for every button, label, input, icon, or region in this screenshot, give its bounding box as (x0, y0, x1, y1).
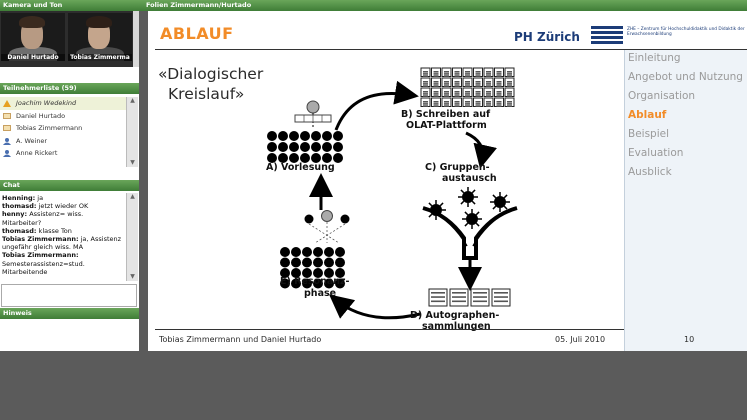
label-c-line2: austausch (442, 173, 497, 184)
label-a: A) Vorlesung (266, 162, 335, 173)
slide-heading-line-2: Kreislauf» (168, 85, 245, 103)
slide-nav: Einleitung Angebot und Nutzung Organisat… (628, 52, 746, 185)
notes-area (0, 319, 139, 351)
autograph-collection-icon (428, 288, 511, 307)
list-item[interactable]: Daniel Hurtado (0, 110, 126, 123)
nav-item-ablauf: Ablauf (628, 109, 667, 121)
chat-message: Tobias Zimmermann: ja, Assistenz ungefäh… (2, 235, 122, 252)
page-number: 10 (684, 335, 695, 344)
label-d-line2: sammlungen (422, 321, 491, 332)
scroll-up-icon[interactable]: ▲ (130, 97, 135, 104)
nav-item-beispiel: Beispiel (628, 128, 670, 140)
camera-scrollbar[interactable] (133, 11, 139, 67)
label-e-line2: phase (304, 288, 337, 299)
chat-message: Tobias Zimmermann: Semesterassistenz=stu… (2, 251, 85, 276)
camera-panel-title: Kamera und Ton (0, 0, 139, 11)
camera-area: Daniel Hurtado Tobias Zimmerma (0, 11, 139, 67)
chat-panel-title: Chat (0, 180, 139, 191)
slide-window-title: Folien Zimmermann/Hurtado (146, 1, 252, 9)
arrow-d-to-e (329, 294, 421, 320)
participants-panel-title: Teilnehmerliste (59) (0, 83, 139, 94)
nav-item-angebot: Angebot und Nutzung (628, 71, 743, 83)
nav-item-ausblick: Ausblick (628, 166, 672, 178)
arrow-a-to-b (334, 80, 419, 131)
nav-item-evaluation: Evaluation (628, 147, 684, 159)
logo-bars-icon (591, 26, 623, 44)
documents-icon (420, 67, 515, 107)
video-name-2: Tobias Zimmerma (68, 54, 132, 61)
presenter-icon (3, 112, 11, 119)
chat-input[interactable] (1, 284, 137, 307)
label-d-line1: D) Autographen- (410, 310, 500, 321)
label-b-line2: OLAT-Plattform (406, 120, 487, 131)
nav-item-organisation: Organisation (628, 90, 696, 102)
empty-workspace (0, 351, 747, 420)
label-b-line1: B) Schreiben auf (401, 109, 491, 120)
presenter-icon (3, 100, 11, 107)
list-item[interactable]: Tobias Zimmermann (0, 122, 126, 135)
footer-date: 05. Juli 2010 (555, 335, 606, 344)
list-item[interactable]: Anne Rickert (0, 147, 126, 160)
chat-log: Henning: ja thomasd: jetzt wieder OK hen… (0, 193, 126, 281)
logo-text: PH Zürich (514, 30, 580, 44)
list-item[interactable]: A. Weiner (0, 135, 126, 148)
video-name-1: Daniel Hurtado (1, 54, 65, 61)
lecture-group-icon (267, 100, 343, 163)
presenter-icon (3, 125, 11, 131)
chat-message: thomasd: klasse Ton (2, 226, 72, 235)
chat-scrollbar[interactable]: ▲ ▼ (126, 193, 138, 281)
scroll-down-icon[interactable]: ▼ (130, 159, 135, 166)
user-icon (3, 150, 11, 157)
notes-panel-title: Hinweis (0, 308, 139, 319)
scroll-down-icon[interactable]: ▼ (130, 273, 135, 280)
chat-message: thomasd: jetzt wieder OK (2, 202, 89, 211)
logo-subtext: ZHE – Zentrum für Hochschuldidaktik und … (627, 27, 745, 38)
participant-scrollbar[interactable]: ▲ ▼ (126, 97, 138, 167)
chat-message: henny: Assistenz= wiss. Mitarbeiter? (2, 210, 84, 227)
label-e-line1: E) Resonanz- (280, 276, 350, 287)
video-feed-2[interactable]: Tobias Zimmerma (68, 13, 132, 61)
group-exchange-icon (422, 187, 518, 291)
header-divider (155, 49, 747, 50)
label-c-line1: C) Gruppen- (425, 162, 490, 173)
slide-window-titlebar: Folien Zimmermann/Hurtado (139, 0, 747, 11)
slide-title: ABLAUF (160, 24, 234, 43)
video-feed-1[interactable]: Daniel Hurtado (1, 13, 65, 61)
chat-message: Henning: ja (2, 194, 44, 202)
participant-list: Joachim Wedekind Daniel Hurtado Tobias Z… (0, 97, 126, 167)
nav-item-einleitung: Einleitung (628, 52, 681, 64)
scroll-up-icon[interactable]: ▲ (130, 193, 135, 200)
footer-divider (155, 329, 624, 330)
slide-sidebar (624, 50, 747, 351)
resonance-group-icon (280, 210, 350, 289)
slide-heading-line-1: «Dialogischer (158, 65, 264, 83)
slide-heading: «Dialogischer Kreislauf» (158, 64, 263, 104)
list-item[interactable]: Joachim Wedekind (0, 97, 126, 110)
cycle-diagram (267, 67, 518, 320)
user-icon (3, 137, 11, 145)
footer-authors: Tobias Zimmermann und Daniel Hurtado (159, 335, 322, 344)
arrow-b-to-c (465, 131, 497, 169)
